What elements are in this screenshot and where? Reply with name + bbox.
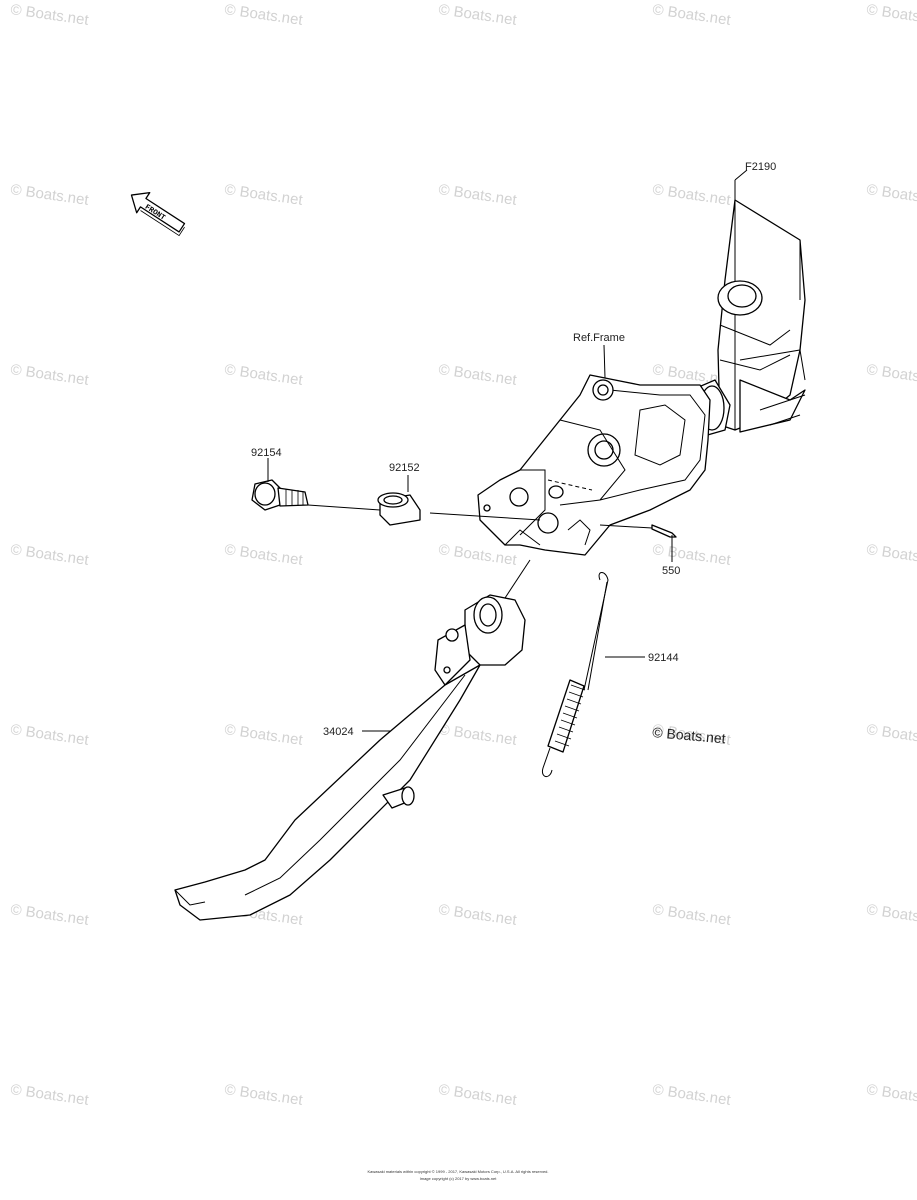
spring-92144 (541, 572, 609, 777)
watermark-text: © Boats.net (865, 1, 917, 29)
watermark-text: © Boats.net (651, 1081, 732, 1109)
figure-code: F2190 (745, 161, 776, 173)
watermark-text: © Boats.net (9, 1081, 90, 1109)
watermark-text: © Boats.net (9, 721, 90, 749)
watermark-text: © Boats.net (865, 901, 917, 929)
collar-92152 (377, 492, 421, 526)
watermark-layer: © Boats.net © Boats.net © Boats.net © Boats… (9, 1, 917, 1109)
watermark-text: © Boats.net (9, 541, 90, 569)
watermark-text: © Boats.net (437, 1, 518, 29)
watermark-text: © Boats.net (437, 361, 518, 389)
watermark-text: © Boats.net (651, 181, 732, 209)
front-arrow-icon: FRONT (130, 191, 186, 237)
ref-frame-drawing (477, 180, 806, 556)
watermark-text: © Boats.net (437, 721, 518, 749)
watermark-text: © Boats.net (9, 361, 90, 389)
part-label-550: 550 (662, 565, 680, 577)
watermark-text: © Boats.net (9, 1, 90, 29)
watermark-text: © Boats.net (437, 181, 518, 209)
watermark-text: © Boats.net (223, 541, 304, 569)
watermark-text: © Boats.net (223, 1, 304, 29)
watermark-text: © Boats.net (865, 1081, 917, 1109)
watermark-text: © Boats.net (865, 541, 917, 569)
cotter-pin-550 (651, 524, 677, 538)
watermark-text: © Boats.net (865, 721, 917, 749)
watermark-text: © Boats.net (651, 901, 732, 929)
footer-line-1: Kawasaki materials within copyright © 19… (367, 1169, 548, 1174)
watermark-text: © Boats.net (865, 361, 917, 389)
watermark-text: © Boats.net (437, 901, 518, 929)
ref-frame-label: Ref.Frame (573, 332, 625, 344)
watermark-text: © Boats.net (651, 1, 732, 29)
bolt-92154 (251, 479, 309, 511)
watermark-text: © Boats.net (9, 181, 90, 209)
part-label-92154: 92154 (251, 447, 282, 459)
side-stand-34024 (174, 594, 526, 921)
leader-lines (267, 169, 748, 732)
part-label-92152: 92152 (389, 462, 420, 474)
watermark-text: © Boats.net (223, 361, 304, 389)
part-label-34024: 34024 (323, 726, 354, 738)
footer-line-2: Image copyright (c) 2017 by www.boats.ne… (420, 1176, 498, 1181)
watermark-text: © Boats.net (9, 901, 90, 929)
part-label-92144: 92144 (648, 652, 679, 664)
watermark-text: © Boats.net (437, 1081, 518, 1109)
watermark-text: © Boats.net (223, 181, 304, 209)
copyright-mark: © Boats.net (652, 724, 727, 746)
watermark-text: © Boats.net (865, 181, 917, 209)
watermark-text: © Boats.net (223, 1081, 304, 1109)
watermark-text: © Boats.net (223, 721, 304, 749)
